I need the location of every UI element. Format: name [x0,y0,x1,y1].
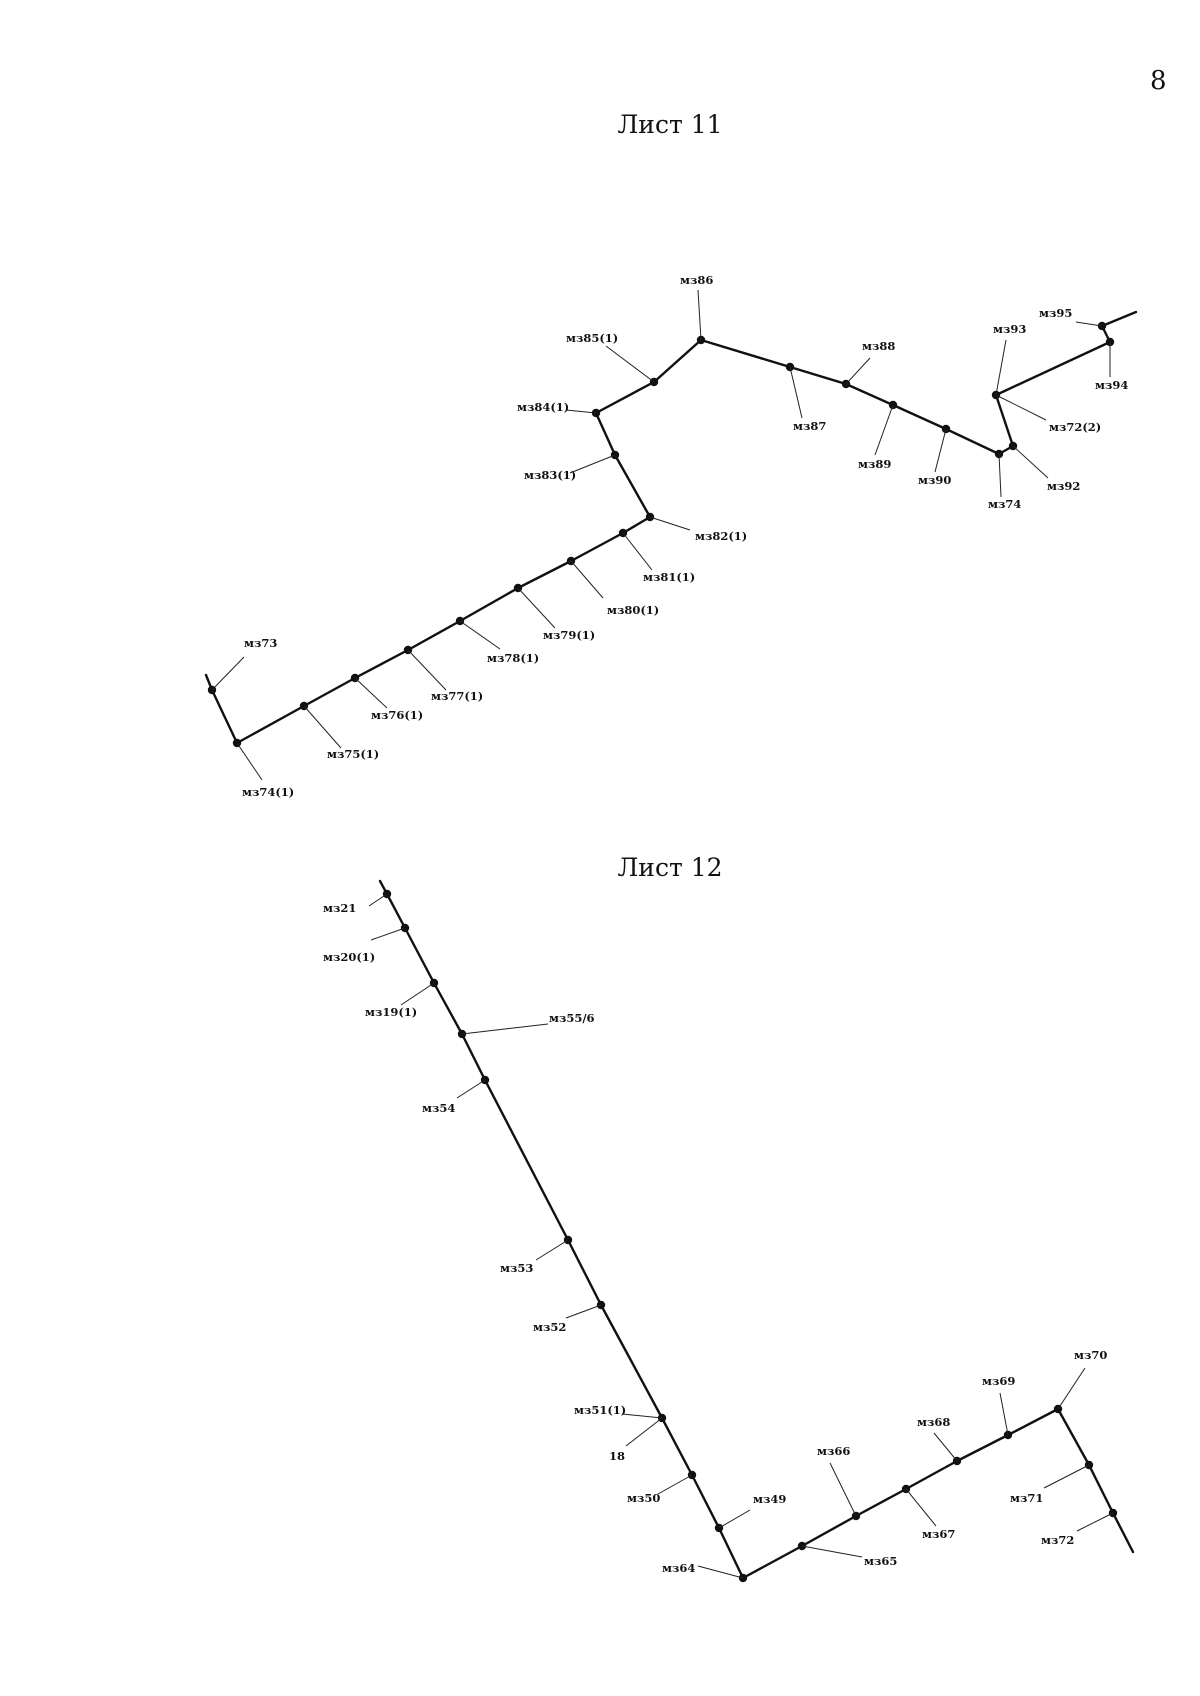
leader-line [456,1079,486,1099]
leader-line [407,649,447,691]
node-label: мз72(2) [1049,420,1101,434]
leader-line [303,705,342,749]
leader-line [649,516,691,531]
leader-line [621,1413,663,1419]
sheet-11-title: Лист 11 [617,110,723,139]
leader-line [370,927,406,941]
node-label: мз92 [1047,479,1080,493]
node-label: мз82(1) [695,529,747,543]
leader-line [1075,321,1103,327]
leader-line [368,893,388,907]
node-label: мз76(1) [371,708,423,722]
leader-line [517,587,556,629]
node-label: мз83(1) [524,468,576,482]
leader-line [565,409,597,414]
node-label: мз49 [753,1492,786,1506]
leader-line [625,1417,663,1447]
leader-line [1076,1512,1114,1532]
leader-line [400,982,435,1006]
node-label: мз94 [1095,378,1128,392]
leader-line [933,1432,958,1462]
node-label: мз70 [1074,1348,1107,1362]
leader-line [459,620,501,650]
leader-line [1043,1464,1090,1489]
node-label: мз64 [662,1561,695,1575]
sheet-12-title: Лист 12 [617,853,723,882]
node-label: мз72 [1041,1533,1074,1547]
leader-line [801,1545,863,1558]
page-number: 8 [1150,66,1167,96]
node-label: мз50 [627,1491,660,1505]
node-label: мз85(1) [566,331,618,345]
leader-line [845,357,871,385]
node-label: мз67 [922,1527,955,1541]
node-label: мз89 [858,457,891,471]
leader-line [1012,445,1049,479]
node-label: мз52 [533,1320,566,1334]
node-label: мз93 [993,322,1026,336]
leader-line [657,1474,693,1495]
node-label: мз69 [982,1374,1015,1388]
node-label: мз54 [422,1101,455,1115]
leader-line [535,1239,569,1261]
node-label: мз73 [244,636,277,650]
leader-line [569,454,616,474]
node-label: мз81(1) [643,570,695,584]
node-label: мз66 [817,1444,850,1458]
leader-line [718,1509,751,1529]
leader-line [905,1488,937,1527]
node-label: мз68 [917,1415,950,1429]
node-label: мз90 [918,473,951,487]
node-label: мз87 [793,419,826,433]
node-label: 18 [609,1449,625,1463]
node-label: мз88 [862,339,895,353]
node-label: мз65 [864,1554,897,1568]
node-label: мз71 [1010,1491,1043,1505]
node-label: мз21 [323,901,356,915]
leader-line [934,428,947,473]
leader-line [1057,1367,1086,1410]
sheet-12-diagram: мз21 мз20(1) мз19(1) мз55/6 мз54 мз53 мз52 мз51… [323,879,1135,1583]
route-line-sheet-12 [378,879,1135,1580]
route-line-sheet-11 [204,310,1138,745]
leader-line [995,339,1007,396]
node-label: мз75(1) [327,747,379,761]
node-label: мз20(1) [323,950,375,964]
leader-line [565,1304,602,1319]
leader-line [236,742,263,781]
node-label: мз74(1) [242,785,294,799]
leader-line [605,345,655,383]
leader-line [211,656,245,691]
node-label: мз51(1) [574,1403,626,1417]
leader-line [829,1462,857,1517]
node-label: мз55/6 [549,1011,595,1025]
leader-line [999,1392,1009,1436]
leader-line [874,404,894,456]
node-label: мз95 [1039,306,1072,320]
leader-line [697,1565,744,1579]
sheet-11-diagram: мз86 мз85(1) мз84(1) мз83(1) мз82(1) мз81(1) м… [204,273,1138,799]
leader-line [622,532,653,571]
node-label: мз19(1) [365,1005,417,1019]
node-label: мз80(1) [607,603,659,617]
leader-line [354,677,388,709]
leader-line [570,560,604,599]
leader-line [995,394,1047,421]
node-label: мз86 [680,273,713,287]
node-label: мз53 [500,1261,533,1275]
node-label: мз74 [988,497,1021,511]
node-label: мз78(1) [487,651,539,665]
leader-line [998,453,1002,498]
leader-line [697,289,702,341]
node-label: мз79(1) [543,628,595,642]
node-label: мз77(1) [431,689,483,703]
leader-line [461,1023,549,1035]
leader-line [789,366,803,419]
node-label: мз84(1) [517,400,569,414]
